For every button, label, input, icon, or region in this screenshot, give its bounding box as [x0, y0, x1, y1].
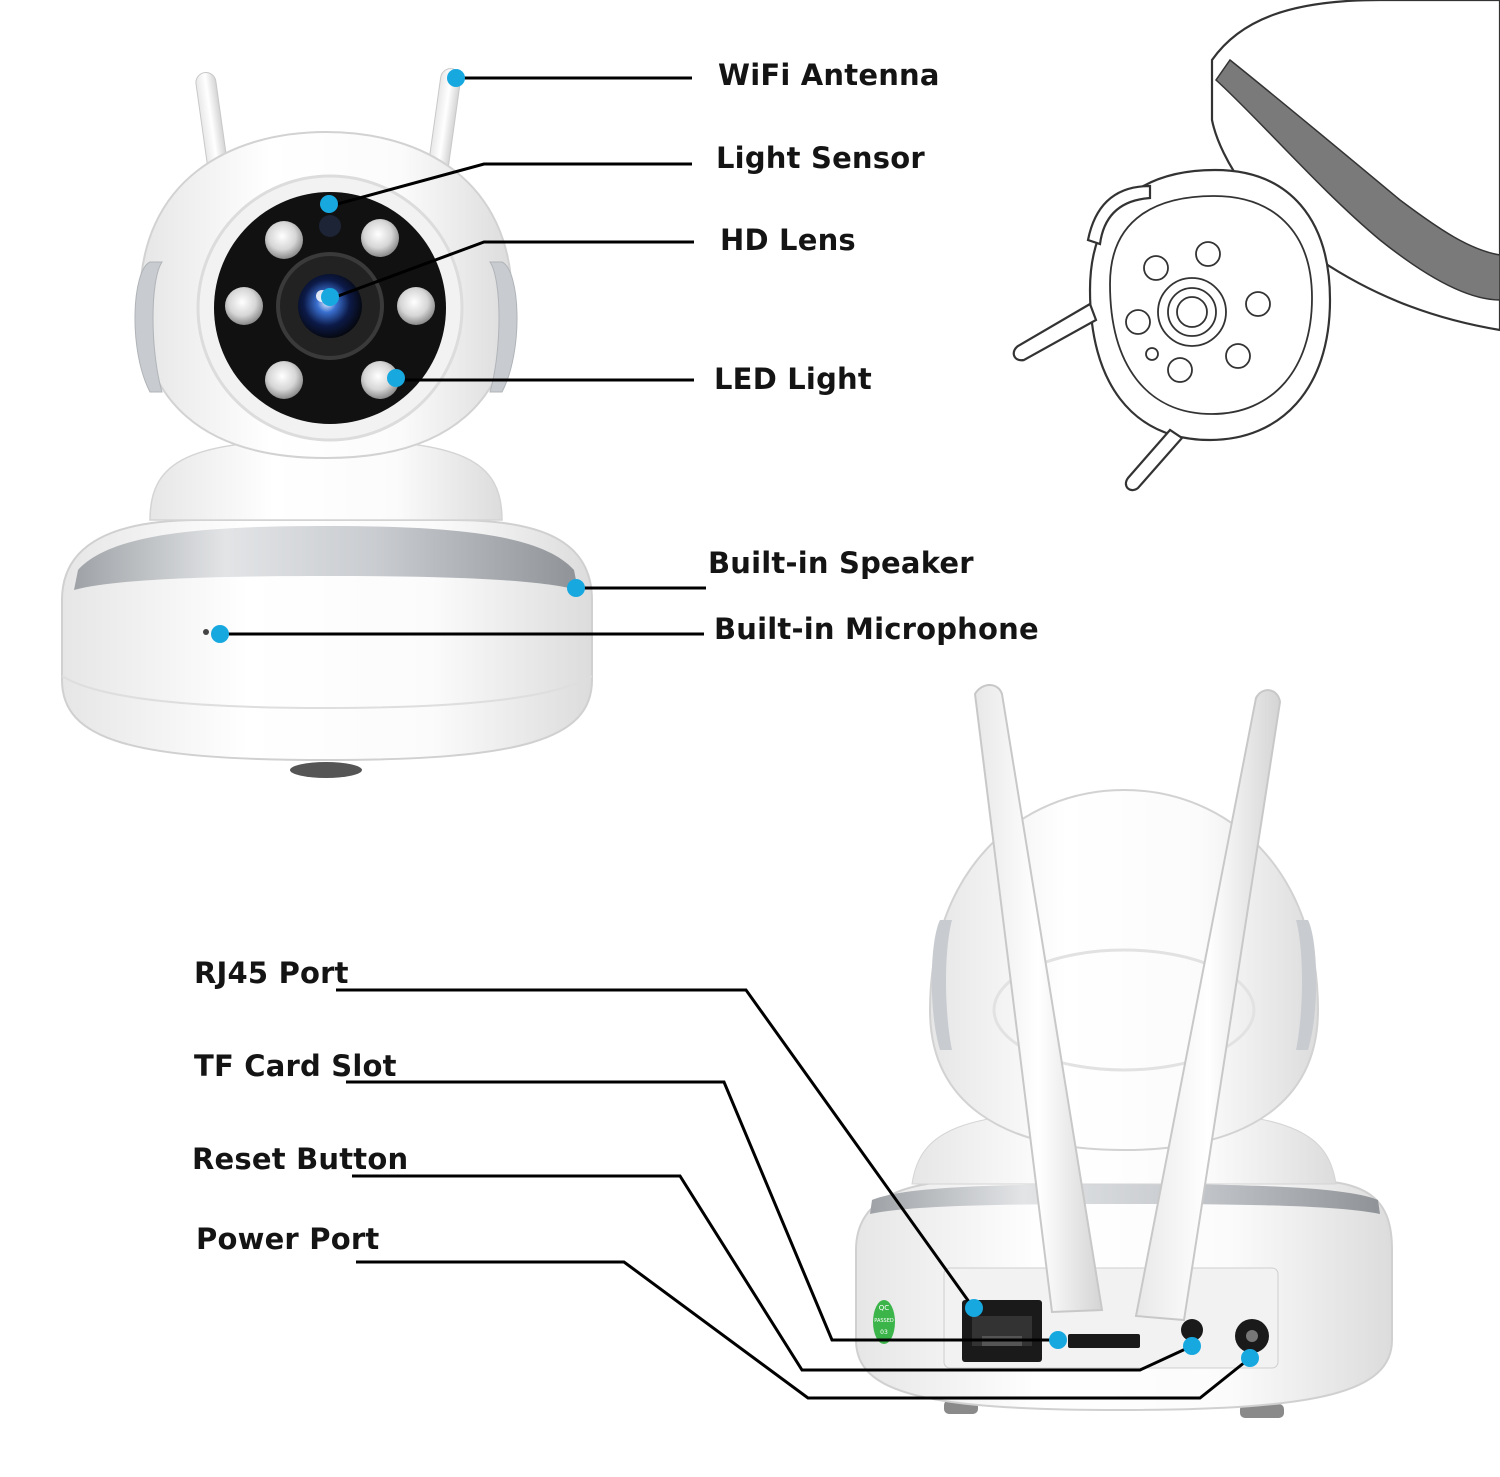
leader-lines — [220, 76, 1251, 1400]
dot-reset — [1183, 1337, 1201, 1355]
label-power-port: Power Port — [196, 1222, 380, 1256]
label-tf-card-slot: TF Card Slot — [194, 1049, 397, 1083]
callout-dots — [211, 69, 1259, 1367]
svg-text:03: 03 — [880, 1329, 888, 1336]
antenna-back-left — [973, 684, 1104, 1314]
label-builtin-microphone: Built-in Microphone — [714, 612, 1039, 646]
antenna-back-right — [1134, 689, 1282, 1322]
dot-wifi-antenna — [447, 69, 465, 87]
dot-speaker — [567, 579, 585, 597]
svg-text:QC: QC — [879, 1304, 890, 1312]
light-sensor — [319, 215, 341, 237]
dot-hd-lens — [321, 288, 339, 306]
label-light-sensor: Light Sensor — [716, 141, 925, 175]
microphone-hole — [203, 629, 209, 635]
tf-slot — [1068, 1334, 1140, 1348]
dot-tf-card — [1049, 1331, 1067, 1349]
dot-rj45 — [965, 1299, 983, 1317]
label-rj45-port: RJ45 Port — [194, 956, 349, 990]
label-builtin-speaker: Built-in Speaker — [708, 546, 974, 580]
silver-band — [74, 526, 578, 590]
label-reset-button: Reset Button — [192, 1142, 409, 1176]
dot-led-light — [387, 369, 405, 387]
label-led-light: LED Light — [714, 362, 872, 396]
label-wifi-antenna: WiFi Antenna — [718, 58, 940, 92]
led-array — [225, 219, 435, 399]
qc-badge: QC PASSED 03 — [873, 1300, 895, 1344]
dot-microphone — [211, 625, 229, 643]
front-camera — [61, 68, 593, 778]
back-camera: QC PASSED 03 — [855, 684, 1393, 1418]
svg-text:PASSED: PASSED — [874, 1318, 894, 1324]
camera-sketch — [1012, 0, 1500, 492]
reset-hole — [1181, 1319, 1203, 1341]
dot-power — [1241, 1349, 1259, 1367]
label-hd-lens: HD Lens — [720, 223, 856, 257]
dot-light-sensor — [320, 195, 338, 213]
